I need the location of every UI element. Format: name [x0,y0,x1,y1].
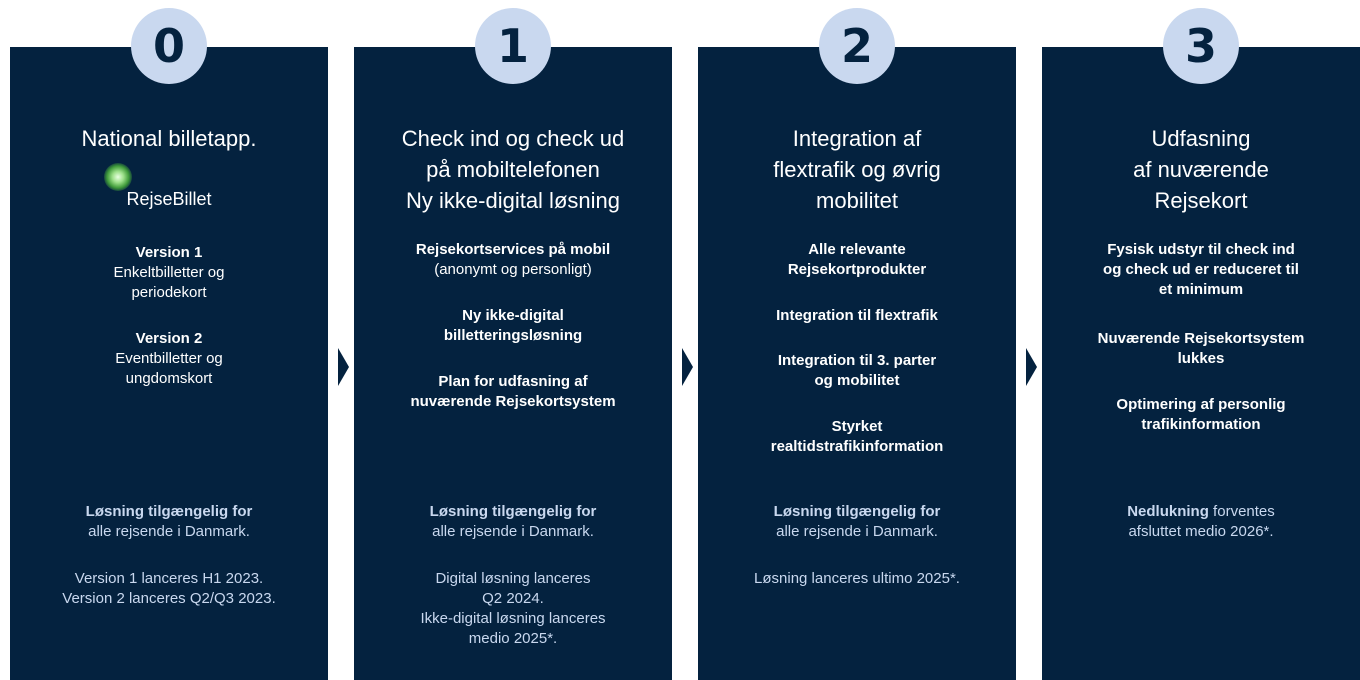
closure-note: Nedlukning forventes afsluttet medio 202… [1127,503,1275,540]
phase-number-badge: 1 [475,8,551,84]
feature-group: Ny ikke-digital billetteringsløsning [443,307,583,344]
phase-title: Integration af flextrafik og øvrig mobil… [773,126,941,213]
availability-note: Løsning tilgængelig for alle rejsende i … [773,503,941,540]
brand-name: RejseBillet [126,189,212,209]
rejsebillet-logo-icon [104,163,132,191]
feature-group: Fysisk udstyr til check ind og check ud … [1103,241,1299,298]
feature-group: Integration til flextrafik [776,307,938,324]
phase-number-badge: 3 [1163,8,1239,84]
feature-group: Alle relevante Rejsekortprodukter [787,241,927,278]
feature-group: Plan for udfasning af nuværende Rejsekor… [410,373,616,410]
phase-panel-0: 0 National billetapp. RejseBillet Versio… [10,8,328,680]
launch-note: Løsning lanceres ultimo 2025*. [754,570,960,587]
phase-panel-3: 3 Udfasning af nuværende Rejsekort Fysis… [1042,8,1360,680]
feature-group: Styrket realtidstrafikinformation [770,418,944,455]
feature-group: Version 2 Eventbilletter og ungdomskort [115,330,223,387]
feature-group: Version 1 Enkeltbilletter og periodekort [113,244,225,301]
arrow-right-icon [682,348,693,386]
phase-panel-1: 1 Check ind og check ud på mobiltelefone… [354,8,672,680]
feature-group: Rejsekortservices på mobil (anonymt og p… [415,241,611,278]
availability-note: Løsning tilgængelig for alle rejsende i … [429,503,597,540]
launch-note: Digital løsning lanceres Q2 2024. Ikke-d… [420,570,606,647]
phase-title: Udfasning af nuværende Rejsekort [1133,126,1269,213]
feature-group: Optimering af personlig trafikinformatio… [1116,396,1286,433]
phase-panel-2: 2 Integration af flextrafik og øvrig mob… [698,8,1016,680]
feature-group: Nuværende Rejsekortsystem lukkes [1097,330,1305,367]
feature-group: Integration til 3. parter og mobilitet [777,352,937,389]
arrow-right-icon [338,348,349,386]
phase-number-badge: 2 [819,8,895,84]
phase-number-badge: 0 [131,8,207,84]
phase-title: Check ind og check ud på mobiltelefonen … [401,126,625,213]
launch-note: Version 1 lanceres H1 2023. Version 2 la… [62,570,276,607]
arrow-right-icon [1026,348,1037,386]
phase-title: National billetapp. [81,126,257,151]
availability-note: Løsning tilgængelig for alle rejsende i … [85,503,253,540]
